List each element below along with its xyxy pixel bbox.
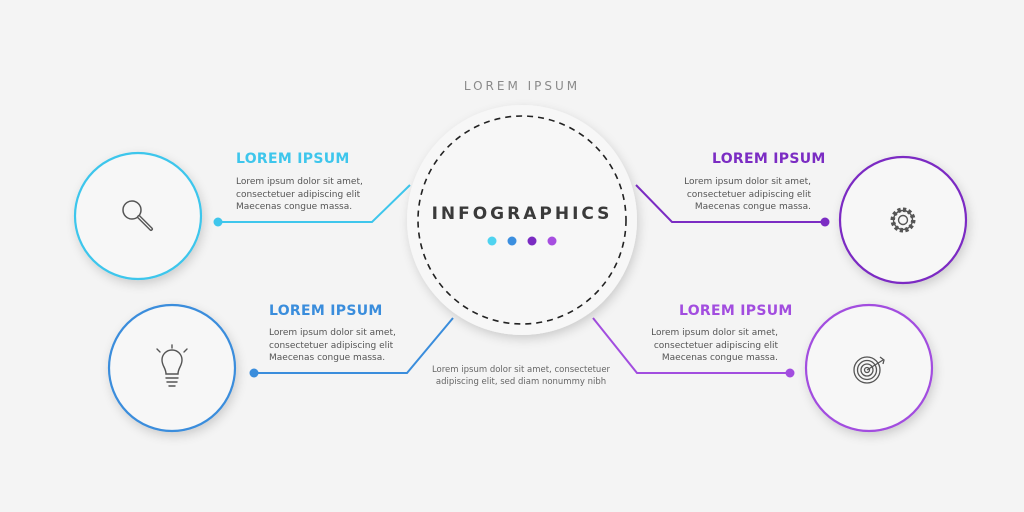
target-icon — [853, 356, 885, 384]
item-circle-2 — [107, 303, 237, 433]
item-text-2: Lorem ipsum dolor sit amet, consectetuer… — [269, 328, 396, 363]
center-label: INFOGRAPHICS — [431, 204, 613, 224]
item-heading-3: LOREM IPSUM — [712, 151, 826, 167]
center-dot-4 — [547, 236, 557, 246]
item-heading-2: LOREM IPSUM — [269, 303, 383, 319]
lightbulb-icon — [156, 344, 188, 387]
connector-line-1 — [218, 184, 411, 223]
center-dot-3 — [527, 236, 537, 246]
item-text-4: Lorem ipsum dolor sit amet, consectetuer… — [651, 328, 778, 363]
center-dot-2 — [507, 236, 517, 246]
connector-line-4 — [592, 317, 790, 374]
connector-line-3 — [635, 184, 825, 223]
center-caption: Lorem ipsum dolor sit amet, consectetuer… — [431, 365, 611, 387]
item-heading-1: LOREM IPSUM — [236, 151, 350, 167]
connector-dot-3 — [820, 217, 830, 227]
item-heading-4: LOREM IPSUM — [679, 303, 793, 319]
center-dot-1 — [487, 236, 497, 246]
gear-icon — [890, 207, 916, 233]
item-text-3: Lorem ipsum dolor sit amet, consectetuer… — [684, 177, 811, 212]
center-dashed-ring — [417, 115, 627, 325]
connector-dot-1 — [213, 217, 223, 227]
magnifier-icon — [122, 200, 153, 231]
diagram-title: LOREM IPSUM — [463, 79, 581, 93]
connector-line-2 — [254, 317, 454, 374]
connector-dot-4 — [785, 368, 795, 378]
center-circle — [407, 105, 637, 335]
item-text-1: Lorem ipsum dolor sit amet, consectetuer… — [236, 177, 363, 212]
connector-dot-2 — [249, 368, 259, 378]
